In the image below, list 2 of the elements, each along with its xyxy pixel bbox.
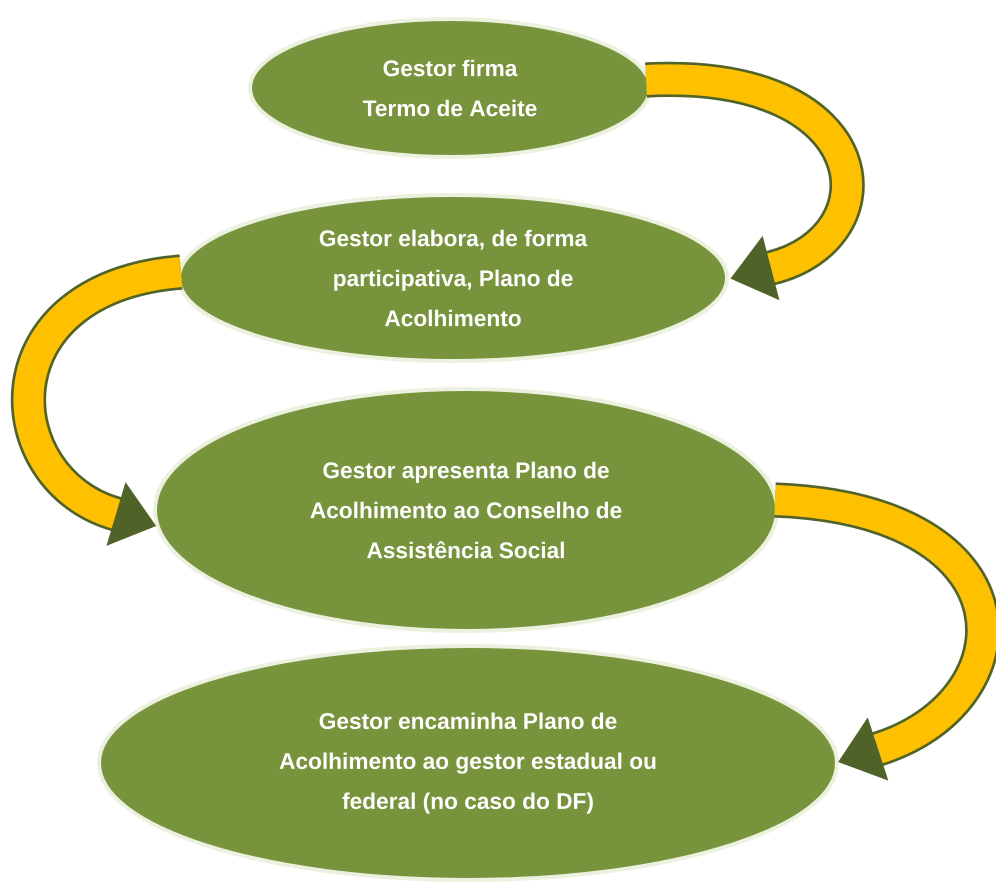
curved-arrow	[646, 62, 865, 300]
curved-arrow	[773, 482, 996, 781]
